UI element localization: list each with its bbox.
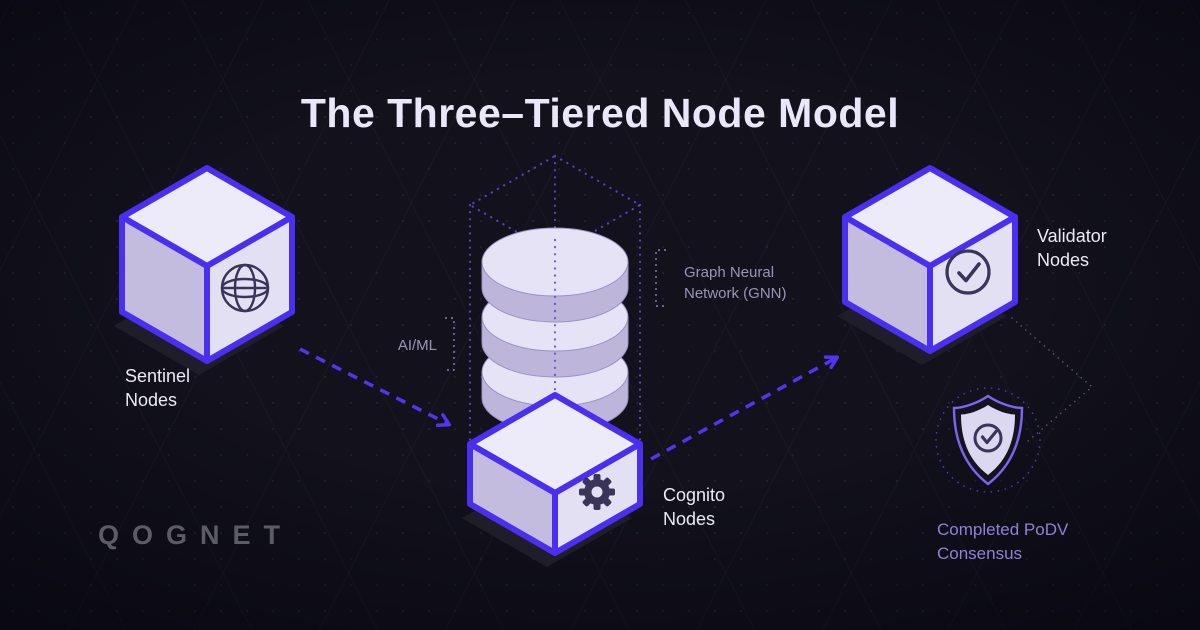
validator-cube [837, 165, 1018, 365]
gnn-annotation-line2: Network (GNN) [684, 285, 787, 302]
validator-nodes-label: Validator Nodes [1037, 224, 1107, 273]
sentinel-label-line2: Nodes [125, 390, 178, 411]
gear-icon [579, 474, 615, 510]
qognet-logo: QOGNET [98, 520, 294, 550]
gnn-annotation: Graph Neural Network (GNN) [684, 262, 787, 304]
consensus-annotation-line1: Completed PoDV [937, 520, 1069, 539]
flow-arrow-sentinel-to-cognito [299, 347, 452, 427]
validator-label-line1: Validator [1037, 226, 1107, 246]
cognito-label-line2: Nodes [663, 509, 716, 530]
flow-arrow-cognito-to-validator [650, 355, 840, 461]
consensus-annotation-line2: Consensus [937, 543, 1023, 563]
aiml-bracket [445, 317, 455, 371]
gnn-bracket [655, 249, 666, 307]
cognito-label-line1: Cognito [663, 485, 726, 505]
cognito-nodes-label: Cognito Nodes [663, 483, 725, 532]
consensus-shield [935, 387, 1041, 493]
consensus-dotted-connector [1011, 317, 1094, 442]
sentinel-cube [114, 165, 295, 375]
cognito-cube [462, 392, 643, 567]
sentinel-nodes-label: Sentinel Nodes [125, 364, 190, 413]
validator-label-line2: Nodes [1037, 250, 1090, 271]
consensus-annotation: Completed PoDV Consensus [937, 518, 1068, 566]
gnn-annotation-line1: Graph Neural [684, 264, 775, 281]
aiml-annotation: AI/ML [397, 337, 437, 354]
page-title: The Three–Tiered Node Model [300, 90, 900, 136]
sentinel-label-line1: Sentinel [125, 366, 191, 386]
